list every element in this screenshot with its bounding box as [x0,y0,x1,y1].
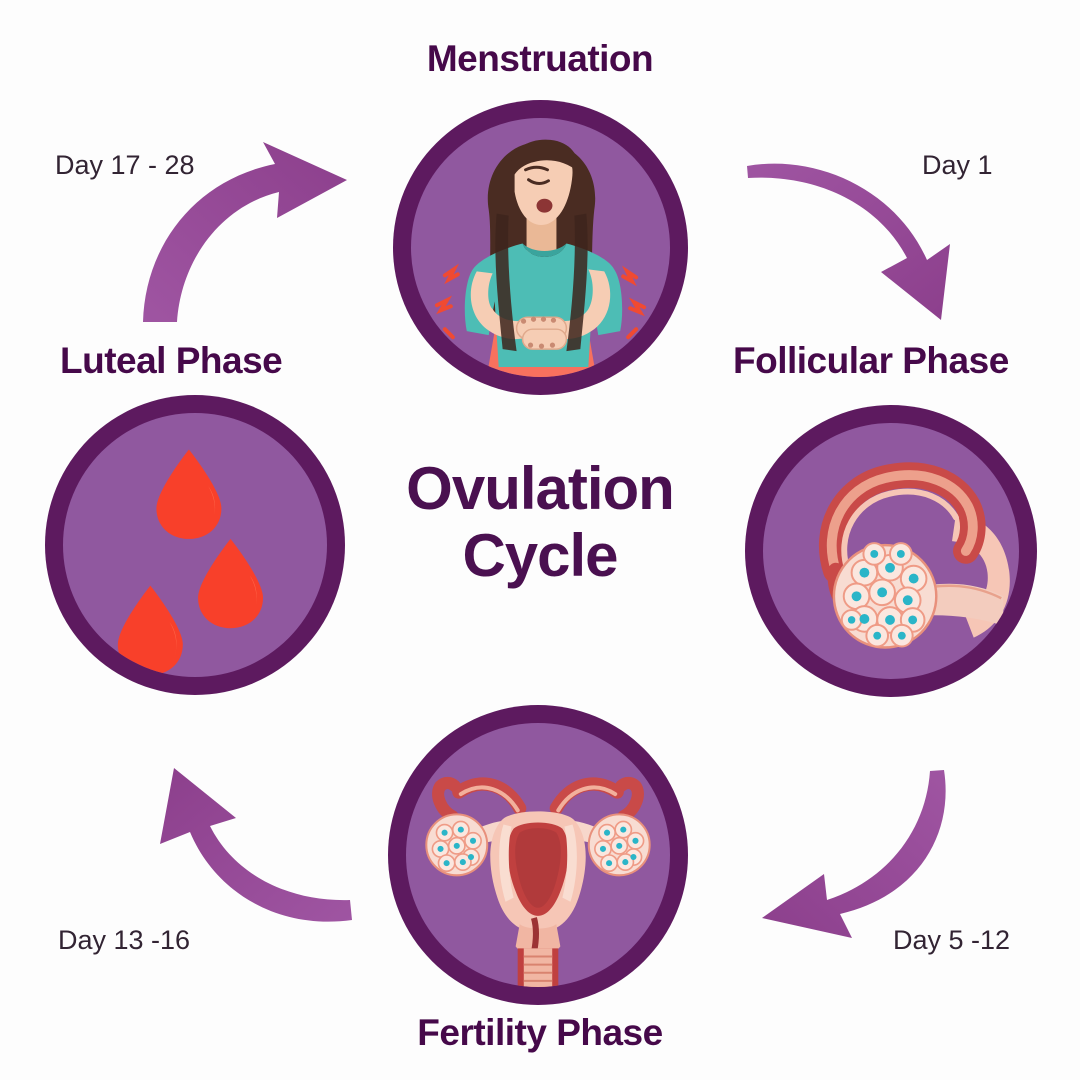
arrow-luteal-to-menstruation [125,140,350,325]
page-title-line-2: Cycle [462,522,618,590]
phase-circle-menstruation[interactable] [393,100,688,395]
day-label-day-17-28: Day 17 - 28 [55,150,195,180]
arrow-fertility-to-luteal [130,760,355,940]
phase-label-fertility: Fertility Phase [417,1012,663,1053]
ovary-follicle-icon [763,423,1019,679]
arrow-menstruation-to-follicular [745,148,975,328]
day-label-day-13-16: Day 13 -16 [58,925,191,955]
page-title: Ovulation Cycle [340,455,740,589]
phase-circle-luteal[interactable] [45,395,345,695]
phase-label-luteal: Luteal Phase [60,340,283,381]
woman-cramps-icon [411,118,670,377]
phase-label-follicular: Follicular Phase [733,340,1009,381]
uterus-ovaries-icon [406,723,670,987]
day-label-day-1: Day 1 [922,150,993,180]
phase-label-menstruation: Menstruation [426,38,654,79]
phase-circle-follicular[interactable] [745,405,1037,697]
day-label-day-5-12: Day 5 -12 [893,925,1011,955]
blood-drops-icon [63,413,327,677]
arrow-follicular-to-fertility [748,768,973,948]
phase-circle-fertility[interactable] [388,705,688,1005]
page-title-line-1: Ovulation [406,455,675,522]
